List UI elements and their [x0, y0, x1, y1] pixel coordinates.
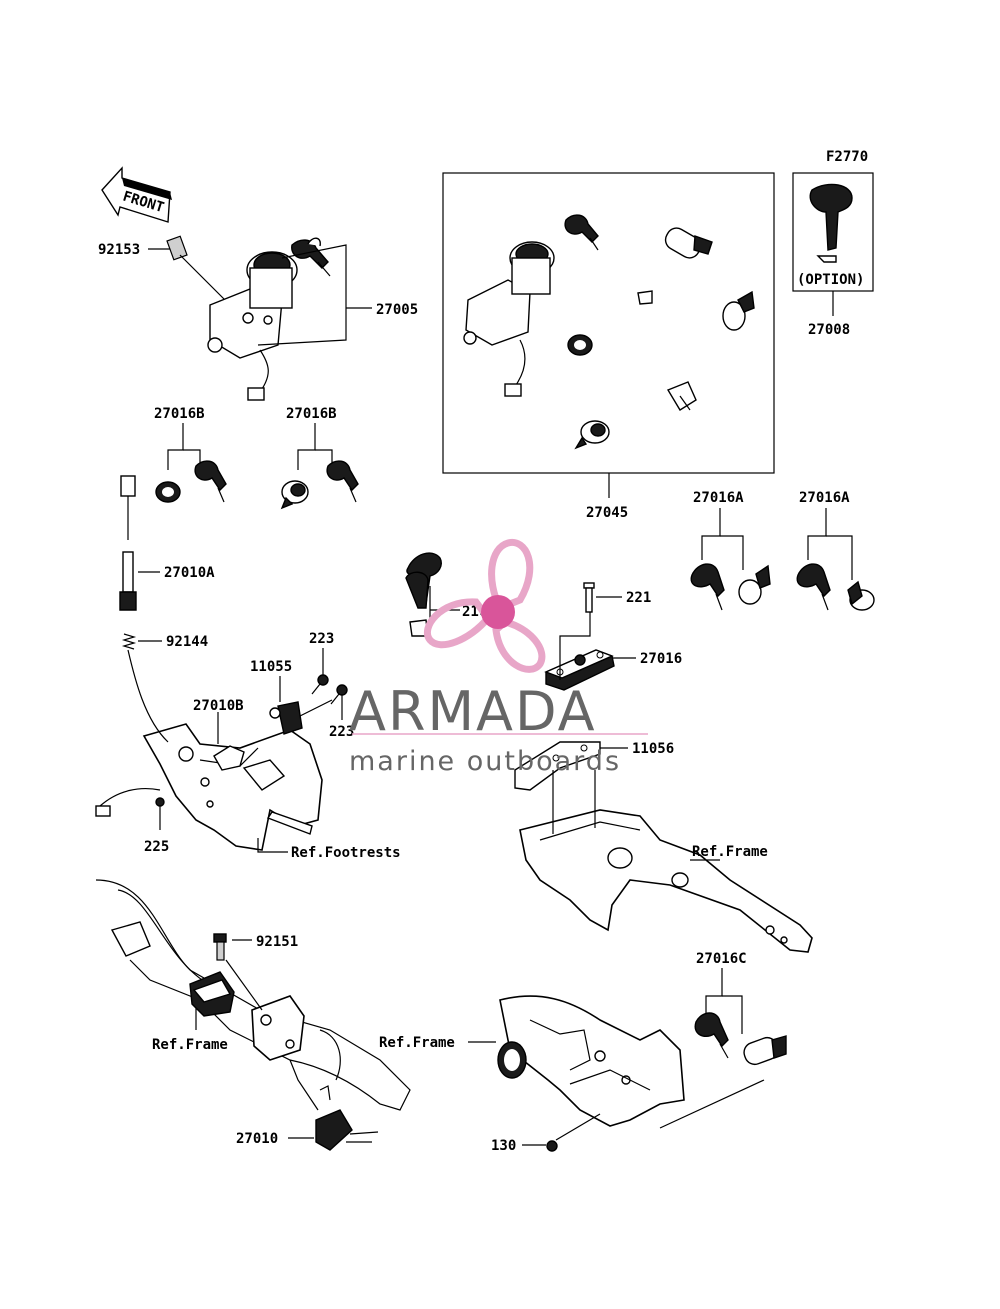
- label-27045: 27045: [586, 505, 628, 521]
- label-11056: 11056: [632, 741, 674, 757]
- front-arrow-icon: FRONT: [101, 166, 172, 223]
- frame-right-reference: [519, 809, 813, 953]
- label-ref-frame-right: Ref.Frame: [692, 844, 768, 860]
- key-icon: [809, 183, 853, 263]
- label-27016A-right: 27016A: [799, 490, 850, 506]
- lock-cylinder-27016C: [694, 1012, 787, 1066]
- label-27016: 27016: [640, 651, 682, 667]
- lock-cylinder-27016B-left: [155, 460, 227, 503]
- label-11055: 11055: [250, 659, 292, 675]
- screw-223-lower: [330, 684, 348, 705]
- label-130: 130: [491, 1138, 516, 1154]
- label-ref-frame-left: Ref.Frame: [152, 1037, 228, 1053]
- label-223-lower: 223: [329, 724, 354, 740]
- screw-223-upper: [311, 674, 329, 695]
- switch-27010A: [119, 475, 137, 611]
- label-ref-frame-bottom: Ref.Frame: [379, 1035, 455, 1051]
- screw-130: [546, 1140, 558, 1152]
- label-27008: 27008: [808, 322, 850, 338]
- kit-27045-parts: [463, 214, 755, 450]
- footrest-bracket: [142, 723, 323, 851]
- label-27010: 27010: [236, 1131, 278, 1147]
- label-221: 221: [626, 590, 651, 606]
- watermark-tagline: marine outboards: [349, 746, 621, 777]
- label-225: 225: [144, 839, 169, 855]
- label-ref-footrests: Ref.Footrests: [291, 845, 401, 861]
- lock-cylinder-27016A-left: [690, 563, 771, 611]
- switch-27010B: [95, 745, 245, 817]
- spring-92144: [121, 633, 137, 650]
- figure-code: F2770: [826, 149, 868, 165]
- label-27016B-left: 27016B: [154, 406, 205, 422]
- key-set-21007: [405, 552, 442, 637]
- label-27016C: 27016C: [696, 951, 747, 967]
- bracket-11056: [514, 741, 601, 791]
- label-27016A-left: 27016A: [693, 490, 744, 506]
- screw-225: [155, 797, 165, 807]
- lock-cylinder-27016B-right: [280, 460, 359, 510]
- label-92144: 92144: [166, 634, 208, 650]
- label-27010A: 27010A: [164, 565, 215, 581]
- bolt-92151: [213, 933, 227, 961]
- watermark-brand: ARMADA: [349, 680, 597, 743]
- bolt-221: [583, 582, 595, 613]
- switch-27010: [315, 1085, 379, 1151]
- cover-11055: [269, 701, 303, 735]
- label-27016B-right: 27016B: [286, 406, 337, 422]
- label-27010B: 27010B: [193, 698, 244, 714]
- mounting-plate-27016: [544, 649, 615, 691]
- label-92151: 92151: [256, 934, 298, 950]
- option-label: (OPTION): [797, 272, 864, 288]
- frame-tube-left: [95, 879, 411, 1111]
- propeller-logo-icon: [424, 538, 546, 673]
- label-223-upper: 223: [309, 631, 334, 647]
- ignition-switch-assembly: [166, 235, 331, 401]
- frame-bottom-right: [497, 995, 685, 1127]
- label-92153: 92153: [98, 242, 140, 258]
- lock-cylinder-27016A-right: [796, 563, 875, 611]
- label-27005: 27005: [376, 302, 418, 318]
- armada-watermark: ARMADA marine outboards: [349, 538, 648, 777]
